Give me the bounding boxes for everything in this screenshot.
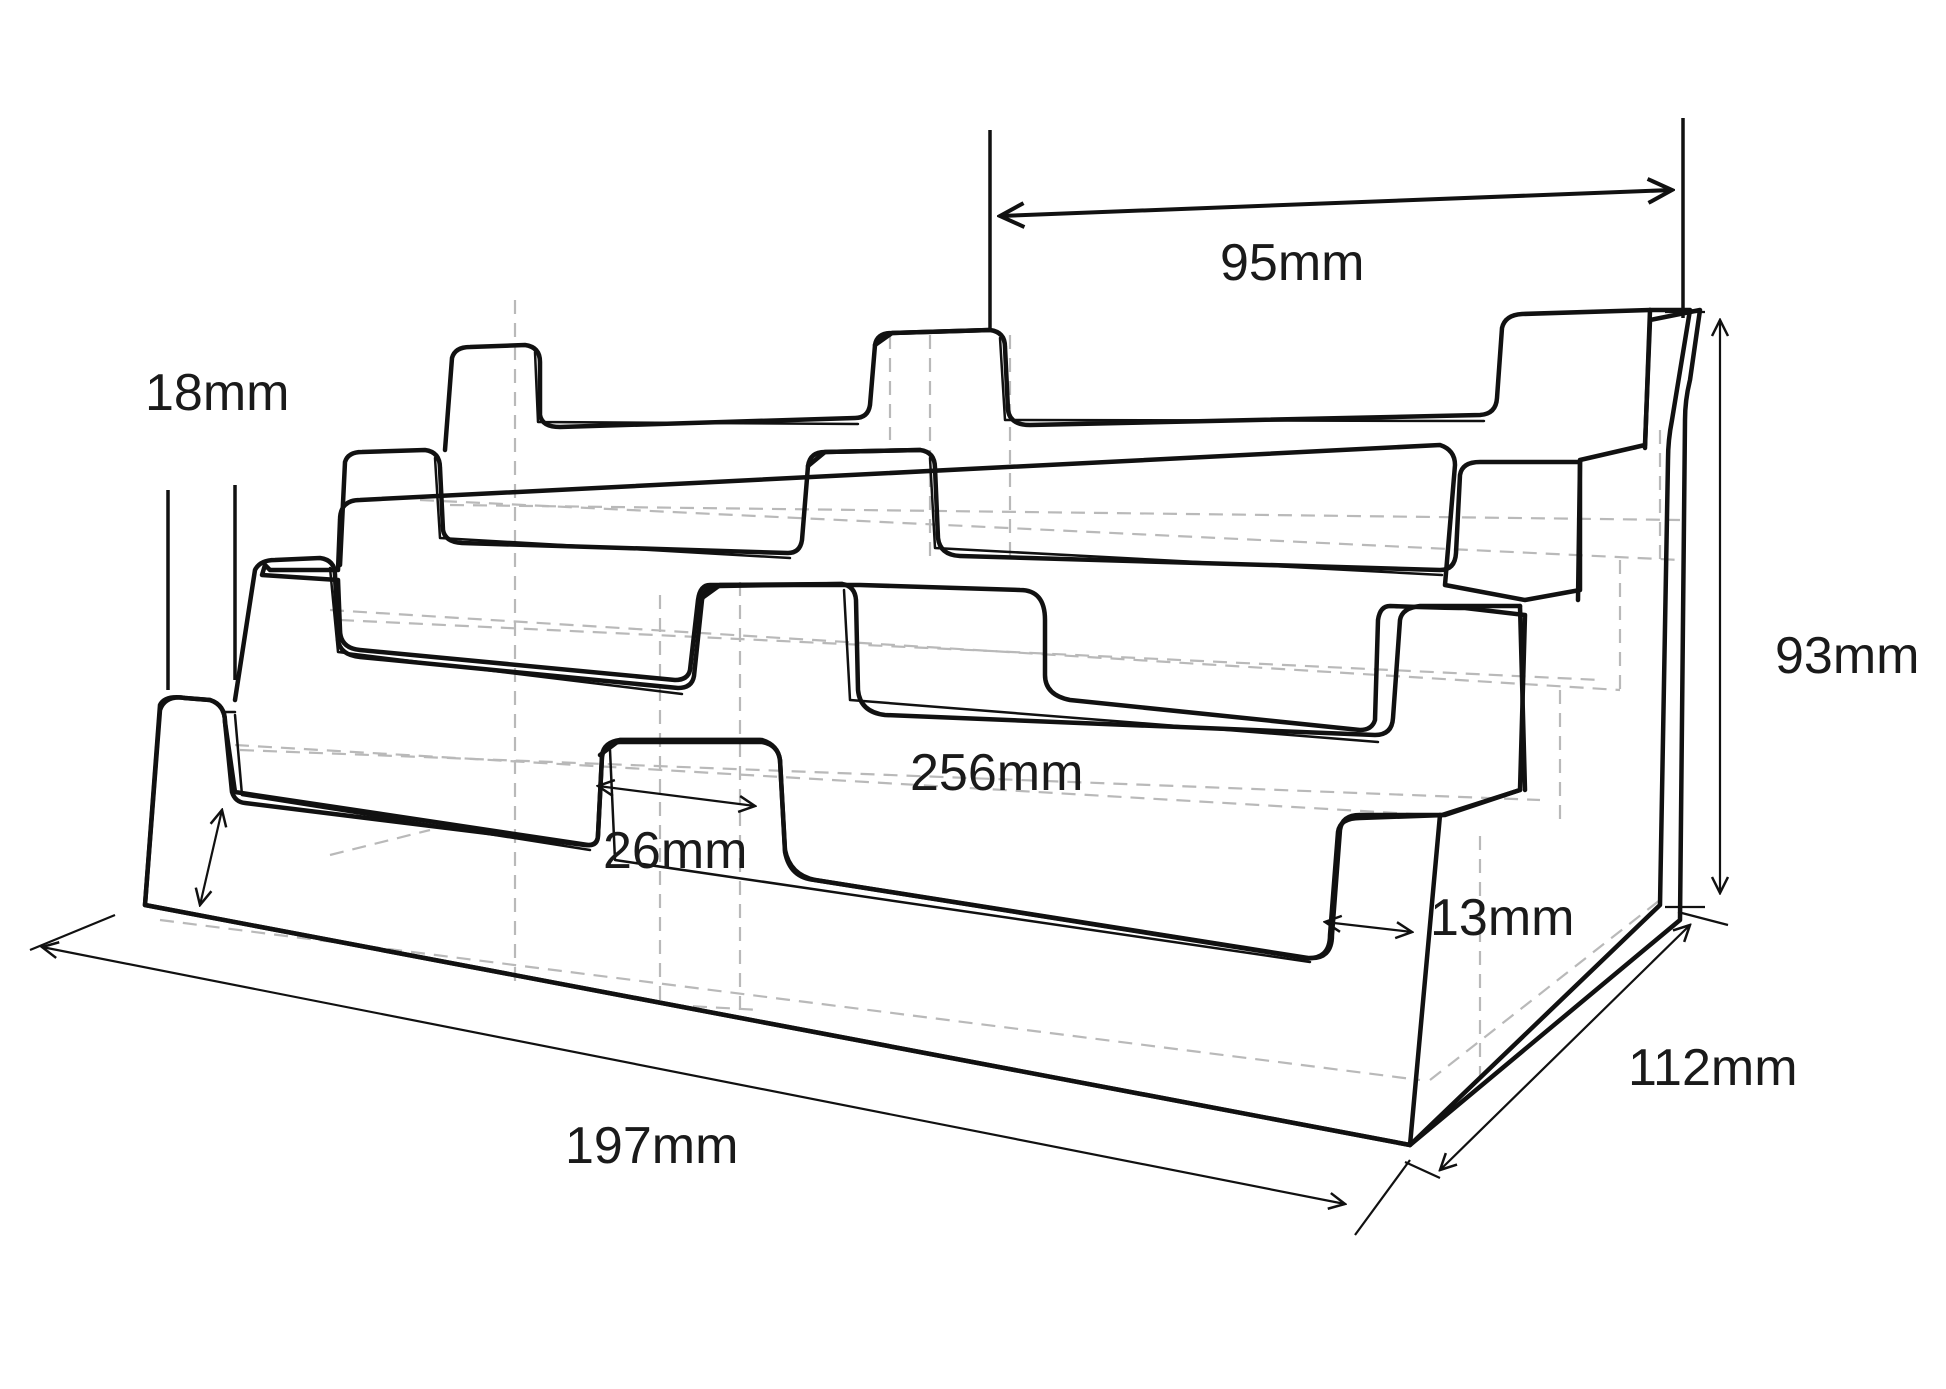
- label-95mm: 95mm: [1220, 234, 1364, 292]
- tier-3-front: [337, 447, 1583, 573]
- dim-top-pocket-width: 95mm: [988, 118, 1685, 330]
- tier-4-front: [442, 307, 1653, 453]
- label-112mm: 112mm: [1628, 1039, 1798, 1097]
- dim-base-depth: 112mm: [1404, 910, 1798, 1180]
- tier-2-right: [1517, 603, 1528, 793]
- divider-tab-3: [805, 447, 923, 469]
- label-13mm: 13mm: [1430, 889, 1574, 947]
- label-256mm: 256mm: [910, 744, 1083, 802]
- tier-1-right-side: [1407, 812, 1443, 1148]
- dim-base-width: 197mm: [29, 913, 1411, 1236]
- tier-2-front: [232, 555, 1523, 738]
- divider-tab-1: [597, 737, 763, 758]
- dim-divider-gap: 26mm: [598, 786, 755, 880]
- divider-tab-4: [872, 327, 993, 348]
- dim-lip-height: 18mm: [145, 364, 289, 690]
- tier-3-right: [1575, 459, 1583, 603]
- dim-left-depth-arrow: [200, 810, 222, 905]
- tier-1-inner-edge: [220, 710, 1312, 964]
- dim-pocket-depth: 13mm: [1325, 889, 1574, 947]
- tier-2-inner-edge: [328, 566, 1380, 744]
- tier-4-right: [1642, 307, 1653, 451]
- hidden-lines: [159, 300, 1681, 1082]
- tier-1-front: [142, 695, 1523, 1148]
- label-197mm: 197mm: [565, 1117, 738, 1175]
- label-26mm: 26mm: [603, 822, 747, 880]
- label-18mm: 18mm: [145, 364, 289, 422]
- tier-4-inner-edge: [533, 336, 1486, 426]
- tier-3-inner-edge: [433, 456, 1444, 577]
- back-slab: [1407, 307, 1693, 1148]
- holder-outline: [142, 307, 1703, 1148]
- divider-tab-2: [699, 581, 845, 601]
- dim-total-height: 93mm: [1665, 310, 1919, 909]
- label-93mm: 93mm: [1775, 627, 1919, 685]
